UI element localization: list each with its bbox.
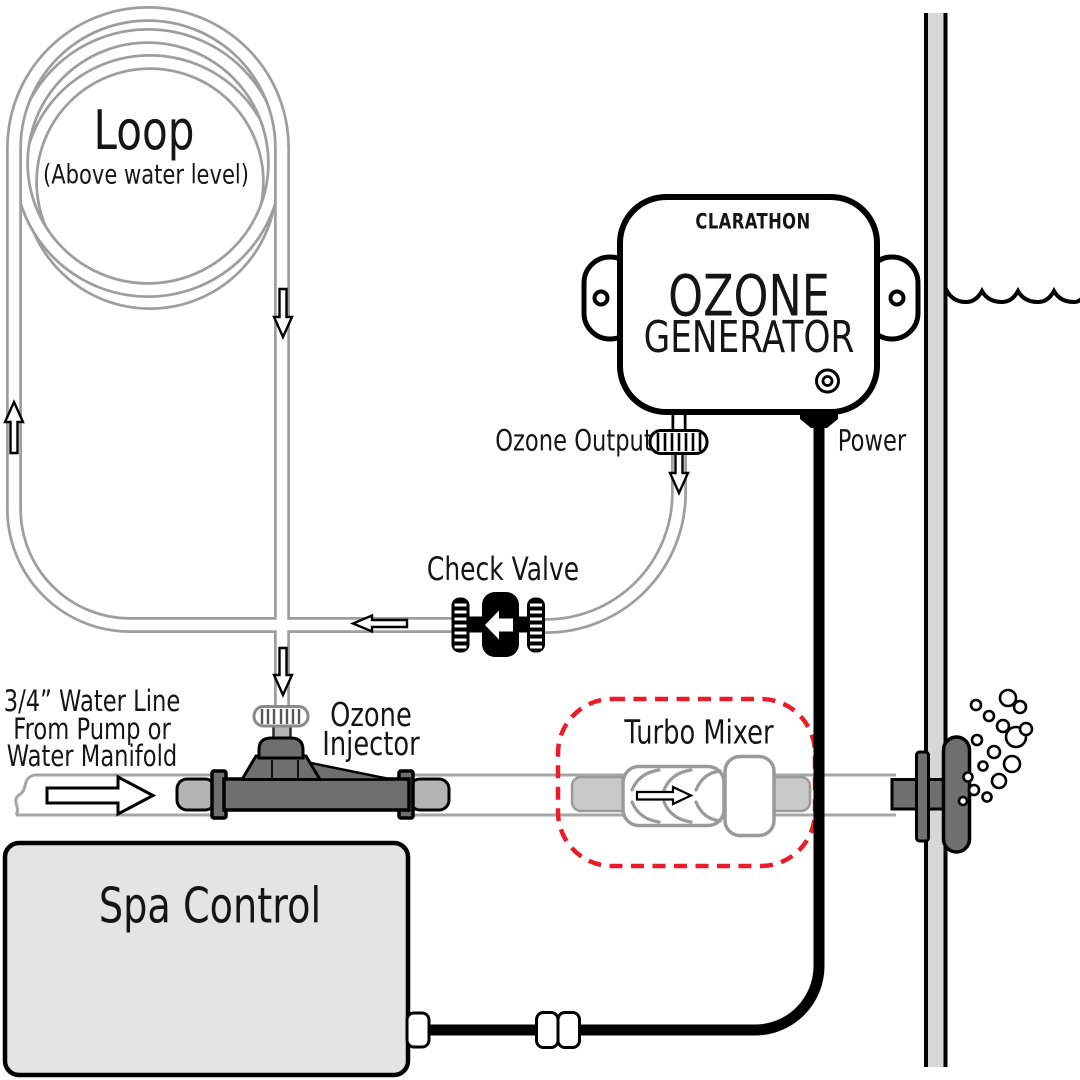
- mounting-hole-icon: [888, 289, 906, 307]
- injector-barb-fitting: [252, 705, 310, 728]
- water-line-label-line3: Water Manifold: [6, 738, 178, 773]
- generator-title-line2: GENERATOR: [643, 312, 855, 363]
- ozone-injector-label-line2: Injector: [322, 724, 420, 763]
- check-valve-barb-right: [527, 597, 545, 653]
- ozone-generator: [581, 194, 921, 415]
- generator-body: [617, 194, 880, 415]
- flow-arrow-left-icon: [349, 613, 409, 634]
- ozone-injector-label-line1: Ozone: [330, 695, 412, 734]
- loop-subtitle: (Above water level): [43, 159, 249, 191]
- water-line-label-line1: 3/4” Water Line: [3, 683, 181, 718]
- generator-brand: CLARATHON: [695, 209, 811, 234]
- power-plug: [800, 412, 838, 428]
- water-line-label-line2: From Pump or: [13, 711, 171, 746]
- spa-control-label: Spa Control: [98, 877, 322, 935]
- ozone-output-label: Ozone Output: [495, 423, 653, 458]
- spa-control-box: [2, 840, 431, 1078]
- ozone-injector: [175, 705, 451, 820]
- loop-title: Loop: [93, 99, 195, 162]
- check-valve-arrow-icon: [485, 610, 513, 640]
- flow-arrow-down-icon: [272, 287, 294, 340]
- bubbles-icon: [957, 688, 1034, 807]
- ozone-injector-label: Ozone Injector: [322, 695, 420, 763]
- inline-cable-connector: [535, 1011, 581, 1049]
- check-valve: [451, 592, 545, 657]
- check-valve-label: Check Valve: [426, 550, 580, 588]
- water-flow-arrow-icon: [45, 774, 157, 817]
- ozone-tubing-loop: [5, 6, 453, 708]
- power-cable: [429, 412, 838, 1049]
- water-line-label: 3/4” Water Line From Pump or Water Manif…: [3, 683, 181, 773]
- flow-arrow-up-icon: [3, 399, 25, 455]
- water-level-line: [944, 286, 1080, 305]
- check-valve-barb-left: [451, 597, 470, 653]
- spa-wall: [924, 13, 948, 1067]
- mixer-blades: [630, 768, 722, 824]
- spa-control-connector: [405, 1011, 431, 1049]
- power-label: Power: [837, 423, 907, 458]
- generator-title-line1: OZONE: [668, 263, 830, 330]
- indicator-light-icon: [821, 375, 834, 387]
- flow-arrow-down-icon: [272, 646, 294, 698]
- turbo-mixer-label: Turbo Mixer: [624, 712, 774, 752]
- mixer-flow-arrow-icon: [635, 785, 694, 806]
- ozone-output-barb-fitting: [648, 429, 709, 455]
- mounting-hole-icon: [592, 289, 610, 307]
- wall-fitting: [890, 735, 972, 854]
- turbo-mixer: [570, 754, 812, 838]
- pipe-break-edge: [14, 773, 35, 816]
